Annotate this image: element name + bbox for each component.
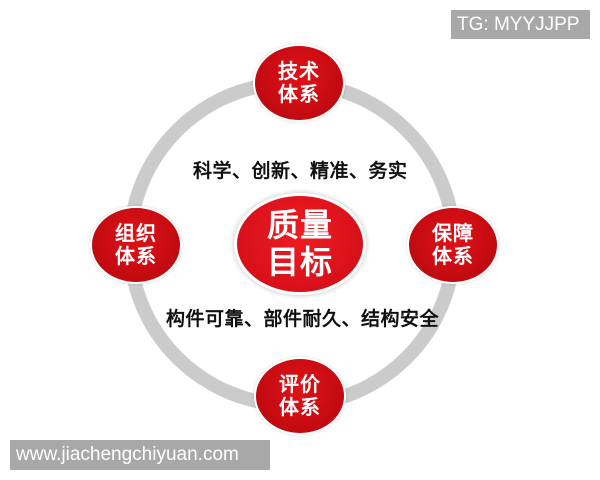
center-quality-goal: 质量 目标: [237, 196, 363, 292]
center-label-line2: 目标: [266, 243, 333, 281]
node-technology-system: 技术 体系: [255, 46, 343, 120]
node-label-line1: 评价: [279, 372, 321, 396]
node-label-line1: 技术: [278, 59, 320, 83]
principles-text: 科学、创新、精准、务实: [193, 160, 408, 182]
node-label-line1: 保障: [432, 221, 474, 245]
node-label-line2: 体系: [279, 395, 321, 419]
node-label-line2: 体系: [432, 244, 474, 268]
goals-text: 构件可靠、部件耐久、结构安全: [166, 308, 440, 330]
node-evaluation-system: 评价 体系: [256, 359, 344, 433]
node-assurance-system: 保障 体系: [409, 208, 497, 282]
node-organization-system: 组织 体系: [92, 208, 180, 282]
node-label-line1: 组织: [115, 221, 157, 245]
node-label-line2: 体系: [278, 82, 320, 106]
center-label-line1: 质量: [266, 206, 333, 245]
node-label-line2: 体系: [115, 244, 157, 268]
watermark-top-right: TG: MYYJJPP: [451, 10, 590, 39]
watermark-bottom-left: www.jiachengchiyuan.com: [10, 440, 270, 470]
